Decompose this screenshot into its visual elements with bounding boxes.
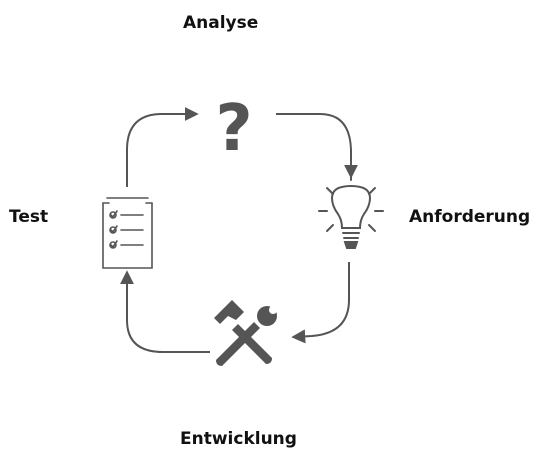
lightbulb-icon xyxy=(318,171,384,249)
step-label-entwicklung: Entwicklung xyxy=(180,429,297,449)
hammer-wrench-icon xyxy=(214,299,282,366)
step-label-test: Test xyxy=(9,207,49,227)
step-label-anforderung: Anforderung xyxy=(409,207,531,227)
arrow-test-to-analyse xyxy=(126,107,199,187)
arrow-anforderung-to-entwicklung xyxy=(291,262,350,344)
arrow-entwicklung-to-test xyxy=(120,270,210,353)
arrow-analyse-to-anforderung xyxy=(276,113,358,179)
question-mark-icon: ? xyxy=(215,92,252,166)
checklist-icon xyxy=(102,197,153,269)
step-label-analyse: Analyse xyxy=(183,13,259,33)
